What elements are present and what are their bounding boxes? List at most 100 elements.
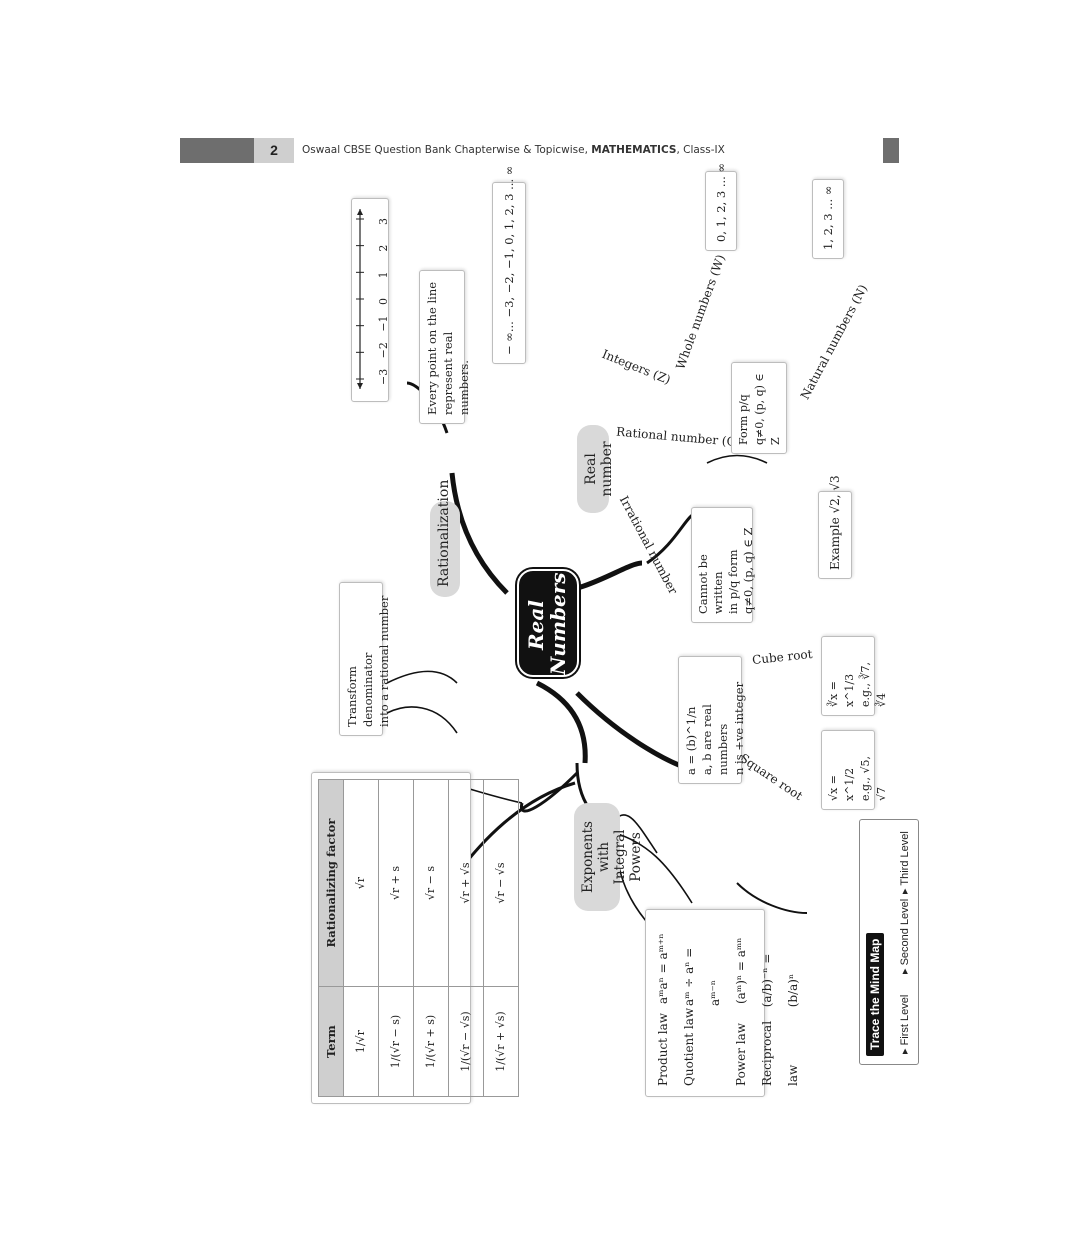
every-point-line1: Every point on the line <box>425 281 439 415</box>
law-formula: (a/b)⁻ⁿ = (b/a)ⁿ <box>760 953 800 1008</box>
irrational-example-box: Example √2, √3 <box>818 475 852 579</box>
number-line-tick-label: 2 <box>377 244 390 252</box>
cube-root-line2: e.g., ∛7, ∛4 <box>859 661 888 707</box>
irrational-line3: q≠0, (p, q) ∈ Z <box>741 527 755 614</box>
rational-cond: q≠0, (p, q) ∈ Z <box>753 373 782 445</box>
table-cell: √r + s <box>378 779 414 987</box>
number-line-tick-label: −1 <box>377 315 390 332</box>
legend-title: Trace the Mind Map <box>866 932 884 1056</box>
transform-box: Transform denominator into a rational nu… <box>339 582 391 736</box>
law-name: Power law <box>734 1023 748 1086</box>
natural-values-box: 1, 2, 3 ... ∞ <box>812 179 844 259</box>
every-point-line2: represent real numbers. <box>441 331 471 415</box>
powers-line1: a = (b)^1/n <box>684 706 698 775</box>
center-line2: Numbers <box>546 572 570 676</box>
transform-line1: Transform denominator <box>345 652 375 727</box>
center-node-label: Real Numbers <box>524 572 575 676</box>
real-number-node: Real number <box>577 425 615 513</box>
law-row: Product law aᵐaⁿ = aᵐ⁺ⁿ <box>650 920 676 1086</box>
table-cell: √r <box>343 779 379 987</box>
header-bar-right <box>883 138 899 163</box>
link-everypoint-numberline <box>736 882 808 914</box>
number-line-ticks <box>356 218 364 380</box>
number-line <box>356 209 364 389</box>
rational-form: Form p/q <box>737 394 750 445</box>
irrational-line2: in p/q form <box>726 549 740 614</box>
powers-box: a = (b)^1/n a, b are real numbers n is +… <box>678 656 746 784</box>
irrational-box: Cannot be written in p/q form q≠0, (p, q… <box>691 507 755 623</box>
legend-first-label: First Level <box>899 994 911 1046</box>
legend-third-label: Third Level <box>899 831 911 886</box>
square-root-line1: √x = x^1/2 <box>827 767 856 801</box>
rationalization-node: Rationalization <box>430 480 460 597</box>
header-title-prefix: Oswaal CBSE Question Bank Chapterwise & … <box>302 144 592 156</box>
law-formula: (aᵐ)ⁿ = aᵐⁿ <box>734 937 748 1004</box>
number-line-tick-label: −3 <box>377 368 390 385</box>
real-number-label: Real number <box>583 441 615 497</box>
cube-root-line1: ∛x = x^1/3 <box>827 673 856 707</box>
legend-third-level: ▸ Third Level <box>899 831 911 894</box>
table-cell: √r − √s <box>483 779 519 987</box>
link-powers-cube <box>386 706 458 734</box>
link-powers-square <box>386 670 458 684</box>
legend-second-level: ▸ Second Level <box>899 898 911 974</box>
legend-first-level: ▸ First Level <box>899 994 911 1054</box>
exponents-line2: Integral Powers <box>612 829 644 885</box>
table-cell: 1/(√r − √s) <box>448 986 484 1097</box>
link-transform-table <box>706 454 768 464</box>
transform-line2: into a rational number <box>377 595 391 727</box>
law-row: Reciprocal law (a/b)⁻ⁿ = (b/a)ⁿ <box>754 920 806 1086</box>
square-root-line2: e.g., √5, √7 <box>859 755 888 801</box>
whole-values-box: 0, 1, 2, 3 ... ∞ <box>705 163 737 251</box>
header-bar-left <box>180 138 254 163</box>
law-formula: aᵐ ÷ aⁿ = aᵐ⁻ⁿ <box>682 947 722 1007</box>
link-center-exponents <box>449 472 509 595</box>
law-row: Power law (aᵐ)ⁿ = aᵐⁿ <box>728 920 754 1086</box>
table-row: 1/√r√r <box>343 779 379 1097</box>
number-line-box: −3 −2 −1 0 1 2 3 <box>351 198 390 402</box>
link-center-realnumber <box>535 680 588 764</box>
center-line1: Real <box>524 600 548 650</box>
natural-values: 1, 2, 3 ... ∞ <box>821 185 835 250</box>
table-header-cell: Term <box>318 986 344 1097</box>
irrational-line1: Cannot be written <box>696 554 725 614</box>
link-rational-integers <box>614 832 693 904</box>
table-cell: 1/(√r + √s) <box>483 986 519 1097</box>
legend-box: Trace the Mind Map ▸ First Level ▸ Secon… <box>859 819 919 1065</box>
legend-second-label: Second Level <box>899 898 911 966</box>
table-row: 1/(√r + s)√r − s <box>413 779 449 1097</box>
rational-form-box: Form p/q q≠0, (p, q) ∈ Z <box>731 362 787 454</box>
rationalization-label: Rationalization <box>436 479 452 587</box>
number-line-tick-label: 0 <box>377 298 390 305</box>
table-row: 1/(√r − s)√r + s <box>378 779 414 1097</box>
exponents-line1: Exponents with <box>580 821 612 893</box>
page-number: 2 <box>254 138 294 163</box>
cube-root-box: ∛x = x^1/3 e.g., ∛7, ∛4 <box>821 636 888 716</box>
table-row: 1/(√r − √s)√r + √s <box>448 779 484 1097</box>
every-point-box: Every point on the line represent real n… <box>419 270 471 424</box>
header-title-subject: MATHEMATICS <box>591 144 677 156</box>
number-line-tick-label: 3 <box>377 218 390 225</box>
header-title-suffix: , Class-IX <box>676 144 725 156</box>
number-line-tick-label: 1 <box>377 271 390 279</box>
law-name: Reciprocal law <box>760 1020 800 1086</box>
law-name: Quotient law <box>682 1007 696 1086</box>
table-cell: √r + √s <box>448 779 484 987</box>
table-cell: 1/(√r + s) <box>413 986 449 1097</box>
page-header-title: Oswaal CBSE Question Bank Chapterwise & … <box>302 138 725 163</box>
table-header-cell: Rationalizing factor <box>318 779 344 987</box>
integers-values: − ∞... −3, −2, −1, 0, 1, 2, 3 ... ∞ <box>502 165 516 355</box>
table-row: 1/(√r + √s)√r − √s <box>483 779 519 1097</box>
powers-line3: n is +ve integer <box>732 681 746 775</box>
powers-line2: a, b are real numbers <box>700 704 730 775</box>
number-line-tick-label: −2 <box>377 342 390 359</box>
law-name: Product law <box>656 1012 670 1086</box>
law-formula: aᵐaⁿ = aᵐ⁺ⁿ <box>656 933 670 1004</box>
whole-values: 0, 1, 2, 3 ... ∞ <box>714 162 728 242</box>
